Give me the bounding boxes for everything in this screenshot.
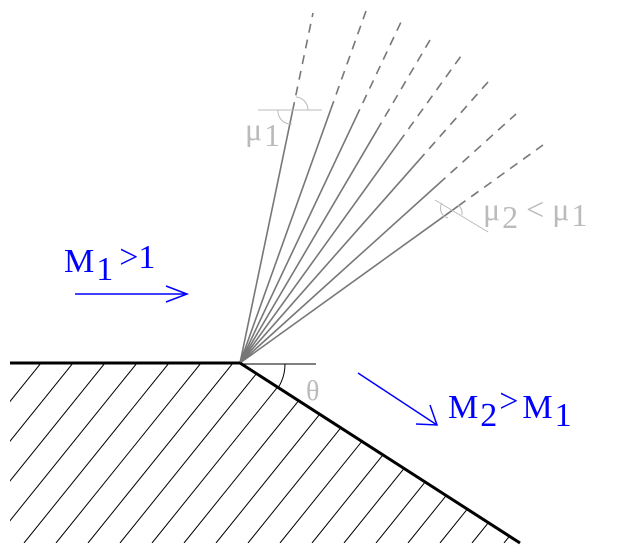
hatch-line xyxy=(600,363,633,543)
fan-line xyxy=(239,141,400,364)
mu2-reference-line xyxy=(434,199,489,233)
hatch-line xyxy=(0,363,9,543)
hatch-line xyxy=(215,363,362,543)
mu2-arc xyxy=(440,202,463,219)
fan-line xyxy=(239,205,459,364)
fan-line xyxy=(239,160,420,364)
hatch-line xyxy=(119,363,266,543)
expansion-fan xyxy=(239,10,544,364)
hatch-line xyxy=(10,363,138,543)
mu1-label: μ1 xyxy=(245,111,280,153)
hatch-line xyxy=(279,363,426,543)
fan-line-dashed-extension xyxy=(329,10,367,110)
downstream-wall xyxy=(239,361,521,545)
fan-line-dashed-extension xyxy=(291,12,314,112)
fan-line-dashed-extension xyxy=(417,81,489,162)
fan-line xyxy=(239,117,357,364)
fan-line-dashed-extension xyxy=(438,113,517,185)
theta-arc xyxy=(245,363,286,389)
fan-line xyxy=(239,183,440,364)
m1-label: M1>1 xyxy=(64,239,155,288)
fan-line xyxy=(239,109,332,364)
fan-line xyxy=(239,130,378,364)
hatch-line xyxy=(87,363,234,543)
hatch-line xyxy=(151,363,298,543)
hatch-line xyxy=(55,363,202,543)
m2-label: M2>M1 xyxy=(448,383,572,434)
mu2-label: μ2<μ1 xyxy=(483,191,587,235)
hatch-line xyxy=(23,363,170,543)
hatch-line xyxy=(247,363,394,543)
mu1-arc xyxy=(277,96,309,125)
fan-line-dashed-extension xyxy=(398,55,462,143)
hatch-line xyxy=(10,363,106,543)
fan-line-dashed-extension xyxy=(355,21,402,118)
theta-label: θ xyxy=(306,376,319,407)
fan-line-dashed-extension xyxy=(376,39,431,131)
hatch-line xyxy=(10,363,42,543)
hatch-line xyxy=(568,363,633,543)
m1-flow-arrow xyxy=(75,285,190,303)
hatch-line xyxy=(10,363,74,543)
m2-flow-arrow xyxy=(357,372,439,426)
fan-line xyxy=(239,110,294,364)
fan-line-dashed-extension xyxy=(457,144,544,207)
